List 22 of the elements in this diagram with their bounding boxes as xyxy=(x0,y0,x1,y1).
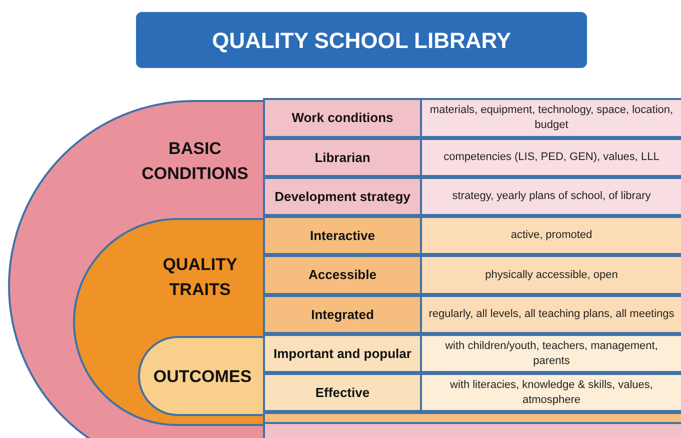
table-cell: Development strategy xyxy=(263,177,420,216)
rounded-band xyxy=(138,336,263,416)
table-cell: active, promoted xyxy=(420,216,681,255)
table-cell: Effective xyxy=(263,373,420,412)
table-cell: competencies (LIS, PED, GEN), values, LLL xyxy=(420,138,681,177)
table-cell: with children/youth, teachers, management, parents xyxy=(420,334,681,373)
table-cell: Interactive xyxy=(263,216,420,255)
table-cell: Accessible xyxy=(263,255,420,295)
table-cell: Work conditions xyxy=(263,98,420,138)
table-cell: Important and popular xyxy=(263,334,420,373)
table-cell: strategy, yearly plans of school, of library xyxy=(420,177,681,216)
table-cell: physically accessible, open xyxy=(420,255,681,295)
table-cell: regularly, all levels, all teaching plans, all meetings xyxy=(420,295,681,334)
rounded-band xyxy=(73,218,263,426)
table-cell: Integrated xyxy=(263,295,420,334)
table-cell: materials, equipment, technology, space, location, budget xyxy=(420,98,681,138)
section-heading: BASIC CONDITIONS xyxy=(140,138,250,185)
section-heading: OUTCOMES xyxy=(152,366,253,388)
table-cell: Librarian xyxy=(263,138,420,177)
section-heading: QUALITY TRAITS xyxy=(162,254,238,301)
table-cell: with literacies, knowledge & skills, values, atmosphere xyxy=(420,373,681,412)
title-banner: QUALITY SCHOOL LIBRARY xyxy=(136,12,587,68)
